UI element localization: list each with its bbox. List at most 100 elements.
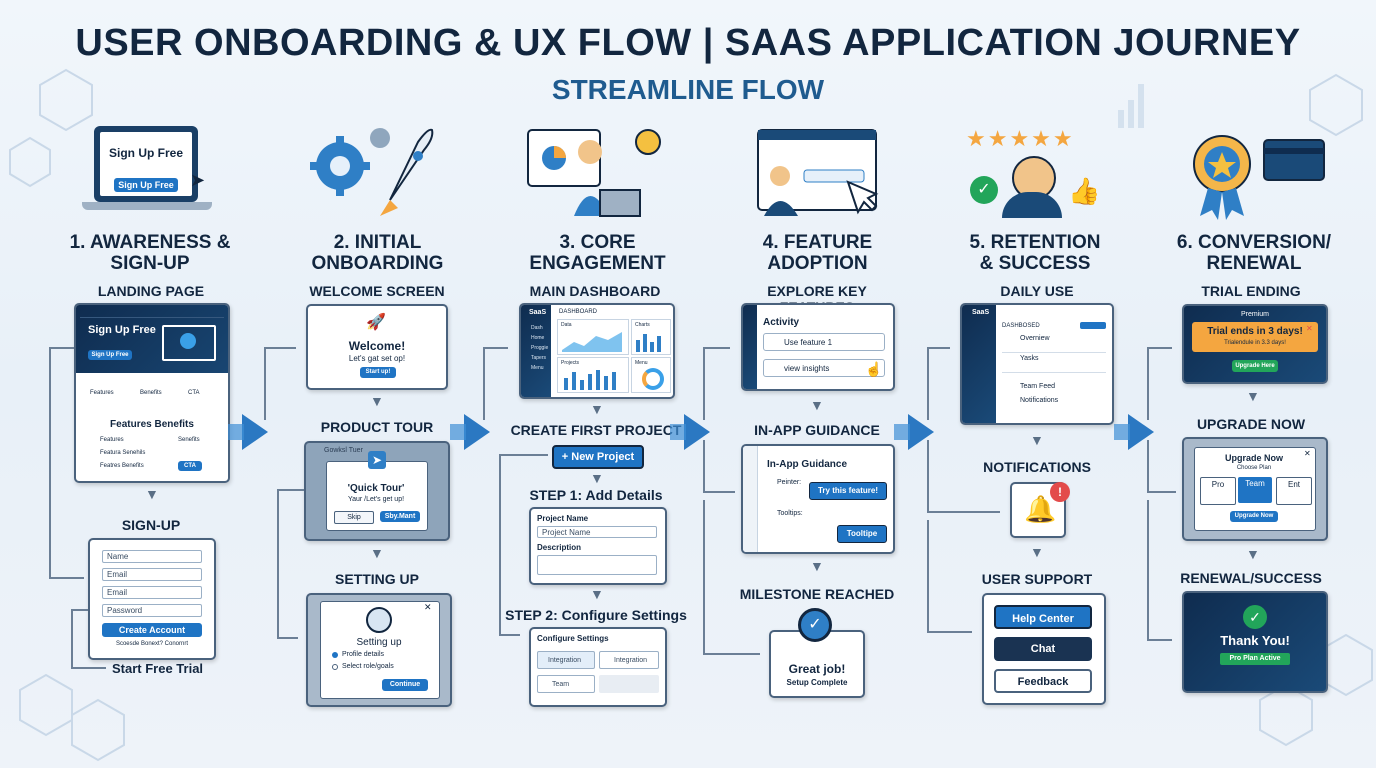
signup-password-field[interactable]: Password: [102, 604, 202, 617]
feature-item-2[interactable]: view insights: [763, 359, 885, 377]
stage-6-title-line2: RENEWAL: [1206, 253, 1302, 274]
signup-email-field[interactable]: Email: [102, 568, 202, 581]
close-icon[interactable]: ✕: [424, 602, 432, 612]
signup-name-field[interactable]: Name: [102, 550, 202, 563]
landing-list-right-1: Senefits: [178, 437, 200, 443]
landing-cta-button[interactable]: Sign Up Free: [88, 350, 132, 360]
create-account-button[interactable]: Create Account: [102, 623, 202, 637]
upgrade-subtitle: Choose Plan: [1236, 465, 1272, 471]
trial-banner: Trial ends in 3 days! Trialendule in 3.3…: [1192, 322, 1318, 352]
arrow-down-3b: ▼: [590, 470, 604, 486]
integration-option-1[interactable]: Integration: [537, 651, 595, 669]
landing-cta-badge[interactable]: CTA: [178, 461, 202, 471]
support-card: Help Center Chat Feedback: [982, 593, 1106, 705]
daily-item-notifications[interactable]: Notifications: [1020, 397, 1059, 404]
project-name-input[interactable]: Project Name: [537, 526, 657, 538]
stage-2-title-line2: ONBOARDING: [311, 253, 444, 274]
empty-option[interactable]: [599, 675, 659, 693]
panel-charts: Charts: [631, 319, 671, 355]
hand-pointer-icon: ☝: [865, 361, 883, 377]
thumbs-up-icon: 👍: [1068, 176, 1101, 206]
milestone-subtitle: Setup Complete: [786, 678, 848, 687]
setting-up-label: SETTING UP: [334, 571, 419, 587]
new-project-button[interactable]: + New Project: [552, 445, 644, 469]
continue-button[interactable]: Continue: [382, 679, 428, 691]
try-feature-tooltip[interactable]: Try this feature!: [809, 482, 887, 500]
close-icon[interactable]: ✕: [1306, 324, 1313, 333]
description-input[interactable]: [537, 555, 657, 575]
pro-plan-active-badge: Pro Plan Active: [1220, 653, 1290, 665]
sidebar-item-tapers[interactable]: Tapers: [531, 355, 547, 361]
trial-ending-label: TRIAL ENDING: [1201, 283, 1301, 299]
sidebar-item-home[interactable]: Home: [531, 335, 545, 341]
tour-subtitle: Yaur /Let's get up!: [347, 496, 405, 503]
landing-page-label: LANDING PAGE: [97, 283, 205, 299]
stage-6-title-line1: 6. CONVERSION/: [1176, 232, 1332, 253]
sidebar-item-menu[interactable]: Menu: [531, 365, 544, 371]
sidebar-item-proggie[interactable]: Proggie: [531, 345, 549, 351]
in-app-guidance-label: IN-APP GUIDANCE: [754, 422, 880, 438]
signup-label: SIGN-UP: [121, 517, 181, 533]
upgrade-now-label: UPGRADE NOW: [1196, 416, 1306, 432]
hero-signup-button[interactable]: Sign Up Free: [114, 178, 178, 192]
daily-use-label: DAILY USE: [1000, 283, 1074, 299]
start-up-button[interactable]: Start up!: [360, 367, 396, 378]
start-free-trial-label: Start Free Trial: [112, 661, 204, 676]
skip-button[interactable]: Skip: [334, 511, 374, 524]
rocket-gear-icon: [310, 128, 434, 216]
setup-option-role[interactable]: Select role/goals: [342, 663, 394, 670]
daily-item-overview[interactable]: Overniew: [1002, 335, 1106, 353]
feature-click-icon: [757, 129, 879, 216]
plan-team[interactable]: Team: [1238, 477, 1272, 503]
upgrade-now-button[interactable]: Upgrade Now: [1230, 511, 1278, 522]
renewal-success-label: RENEWAL/SUCCESS: [1180, 570, 1322, 586]
panel-data: Data: [557, 319, 629, 355]
team-option[interactable]: Team: [537, 675, 595, 693]
laptop-signup-icon: Sign Up Free Sign Up Free ➤: [82, 126, 212, 216]
stage-3-title-line1: 3. CORE: [559, 232, 636, 253]
arrow-down-5b: ▼: [1030, 544, 1044, 560]
tour-next-button[interactable]: Sby.Mant: [380, 511, 420, 522]
plan-ent[interactable]: Ent: [1276, 477, 1312, 505]
setting-up-card: ✕ Setting up Profile details Select role…: [306, 593, 452, 707]
panel-charts-label: Charts: [635, 322, 650, 328]
welcome-card: 🚀 Welcome! Let's gat set op! Start up!: [306, 304, 448, 390]
trial-banner-subtext: Trialendule in 3.3 days!: [1224, 340, 1286, 346]
signup-email-confirm-field[interactable]: Email: [102, 586, 202, 599]
product-tour-label: PRODUCT TOUR: [320, 419, 434, 435]
notification-badge: !: [1050, 482, 1070, 502]
help-center-button[interactable]: Help Center: [994, 605, 1092, 629]
daily-use-card: SaaS DASHBOSED Overniew Yasks Team Feed …: [960, 303, 1114, 425]
setup-option-profile[interactable]: Profile details: [342, 651, 385, 658]
landing-col-cta: CTA: [188, 390, 200, 396]
avatar: [366, 607, 392, 633]
medal-check-icon: ✓: [798, 608, 832, 642]
panel-projects-label: Projects: [561, 360, 580, 366]
bell-icon[interactable]: 🔔: [1024, 494, 1057, 524]
dashboard-brand: SaaS: [529, 309, 547, 316]
check-circle-icon: ✓: [970, 176, 998, 204]
panel-menu-label: Menu: [635, 360, 648, 366]
tour-window-title: Gowksl Tuer: [324, 447, 363, 454]
chat-button[interactable]: Chat: [994, 637, 1092, 661]
upgrade-here-button[interactable]: Upgrade Here: [1232, 360, 1278, 372]
rocket-icon: 🚀: [366, 314, 386, 331]
tooltip-button[interactable]: Tooltipe: [837, 525, 887, 543]
sidebar-item-dash[interactable]: Dash: [531, 325, 543, 331]
plan-pro[interactable]: Pro: [1200, 477, 1236, 505]
hero-headline: Sign Up Free: [108, 146, 183, 160]
step2-label: STEP 2: Configure Settings: [505, 607, 687, 623]
landing-list-2: Featura Senehils: [100, 450, 146, 456]
main-dashboard-label: MAIN DASHBOARD: [529, 283, 661, 299]
arrow-down-3a: ▼: [590, 401, 604, 417]
daily-item-tasks[interactable]: Yasks: [1002, 355, 1106, 373]
close-icon[interactable]: ✕: [1304, 449, 1311, 458]
feature-item-1[interactable]: Use feature 1: [763, 333, 885, 351]
stage-1-title-line1: 1. AWARENESS &: [69, 232, 231, 253]
daily-item-team-feed[interactable]: Team Feed: [1020, 383, 1056, 390]
feedback-button[interactable]: Feedback: [994, 669, 1092, 693]
integration-option-2[interactable]: Integration: [599, 651, 659, 669]
guidance-card: In-App Guidance Peinter: Try this featur…: [741, 444, 895, 554]
step1-card: Project Name Project Name Description: [529, 507, 667, 585]
panel-data-label: Data: [561, 322, 572, 328]
